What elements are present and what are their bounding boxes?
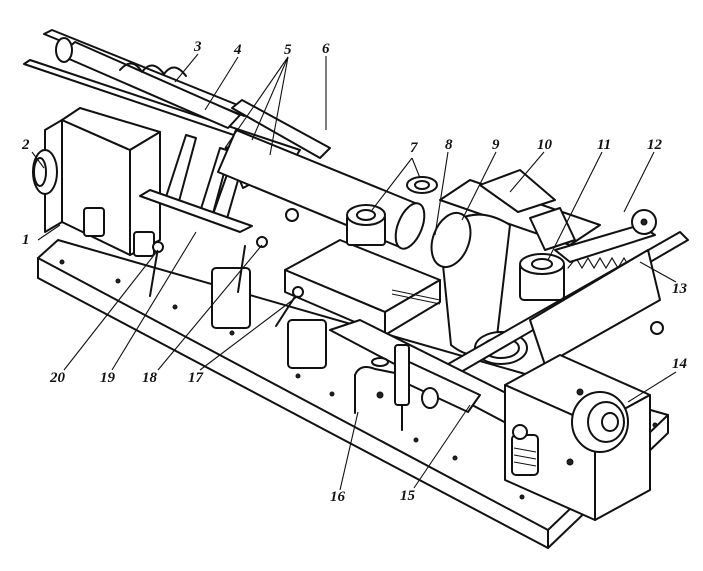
part-label-6: 6 bbox=[322, 41, 330, 57]
left-housing bbox=[44, 107, 161, 257]
part-label-18: 18 bbox=[142, 370, 157, 386]
end-motor-cap bbox=[32, 149, 58, 195]
part-label-2: 2 bbox=[22, 137, 30, 153]
part-label-4: 4 bbox=[234, 42, 242, 58]
part-label-16: 16 bbox=[330, 489, 345, 505]
part-label-10: 10 bbox=[537, 137, 552, 153]
part-label-12: 12 bbox=[647, 137, 662, 153]
right-carriage bbox=[430, 169, 657, 365]
part-label-19: 19 bbox=[100, 370, 115, 386]
part-label-13: 13 bbox=[672, 281, 687, 297]
top-rail-assembly bbox=[23, 29, 331, 159]
guide-bar bbox=[419, 231, 689, 391]
middle-carriage bbox=[284, 176, 441, 336]
right-housing bbox=[504, 354, 651, 521]
part-label-5: 5 bbox=[284, 42, 292, 58]
valve-assembly bbox=[354, 344, 410, 431]
part-label-9: 9 bbox=[492, 137, 500, 153]
part-label-3: 3 bbox=[194, 39, 202, 55]
part-label-11: 11 bbox=[597, 137, 612, 153]
leader-lines bbox=[31, 53, 677, 491]
lower-bed bbox=[211, 267, 541, 426]
part-label-8: 8 bbox=[445, 137, 453, 153]
part-label-7: 7 bbox=[410, 140, 418, 156]
part-label-17: 17 bbox=[188, 370, 203, 386]
part-label-1: 1 bbox=[22, 232, 30, 248]
part-label-14: 14 bbox=[672, 356, 687, 372]
part-label-15: 15 bbox=[400, 488, 415, 504]
part-label-20: 20 bbox=[50, 370, 65, 386]
